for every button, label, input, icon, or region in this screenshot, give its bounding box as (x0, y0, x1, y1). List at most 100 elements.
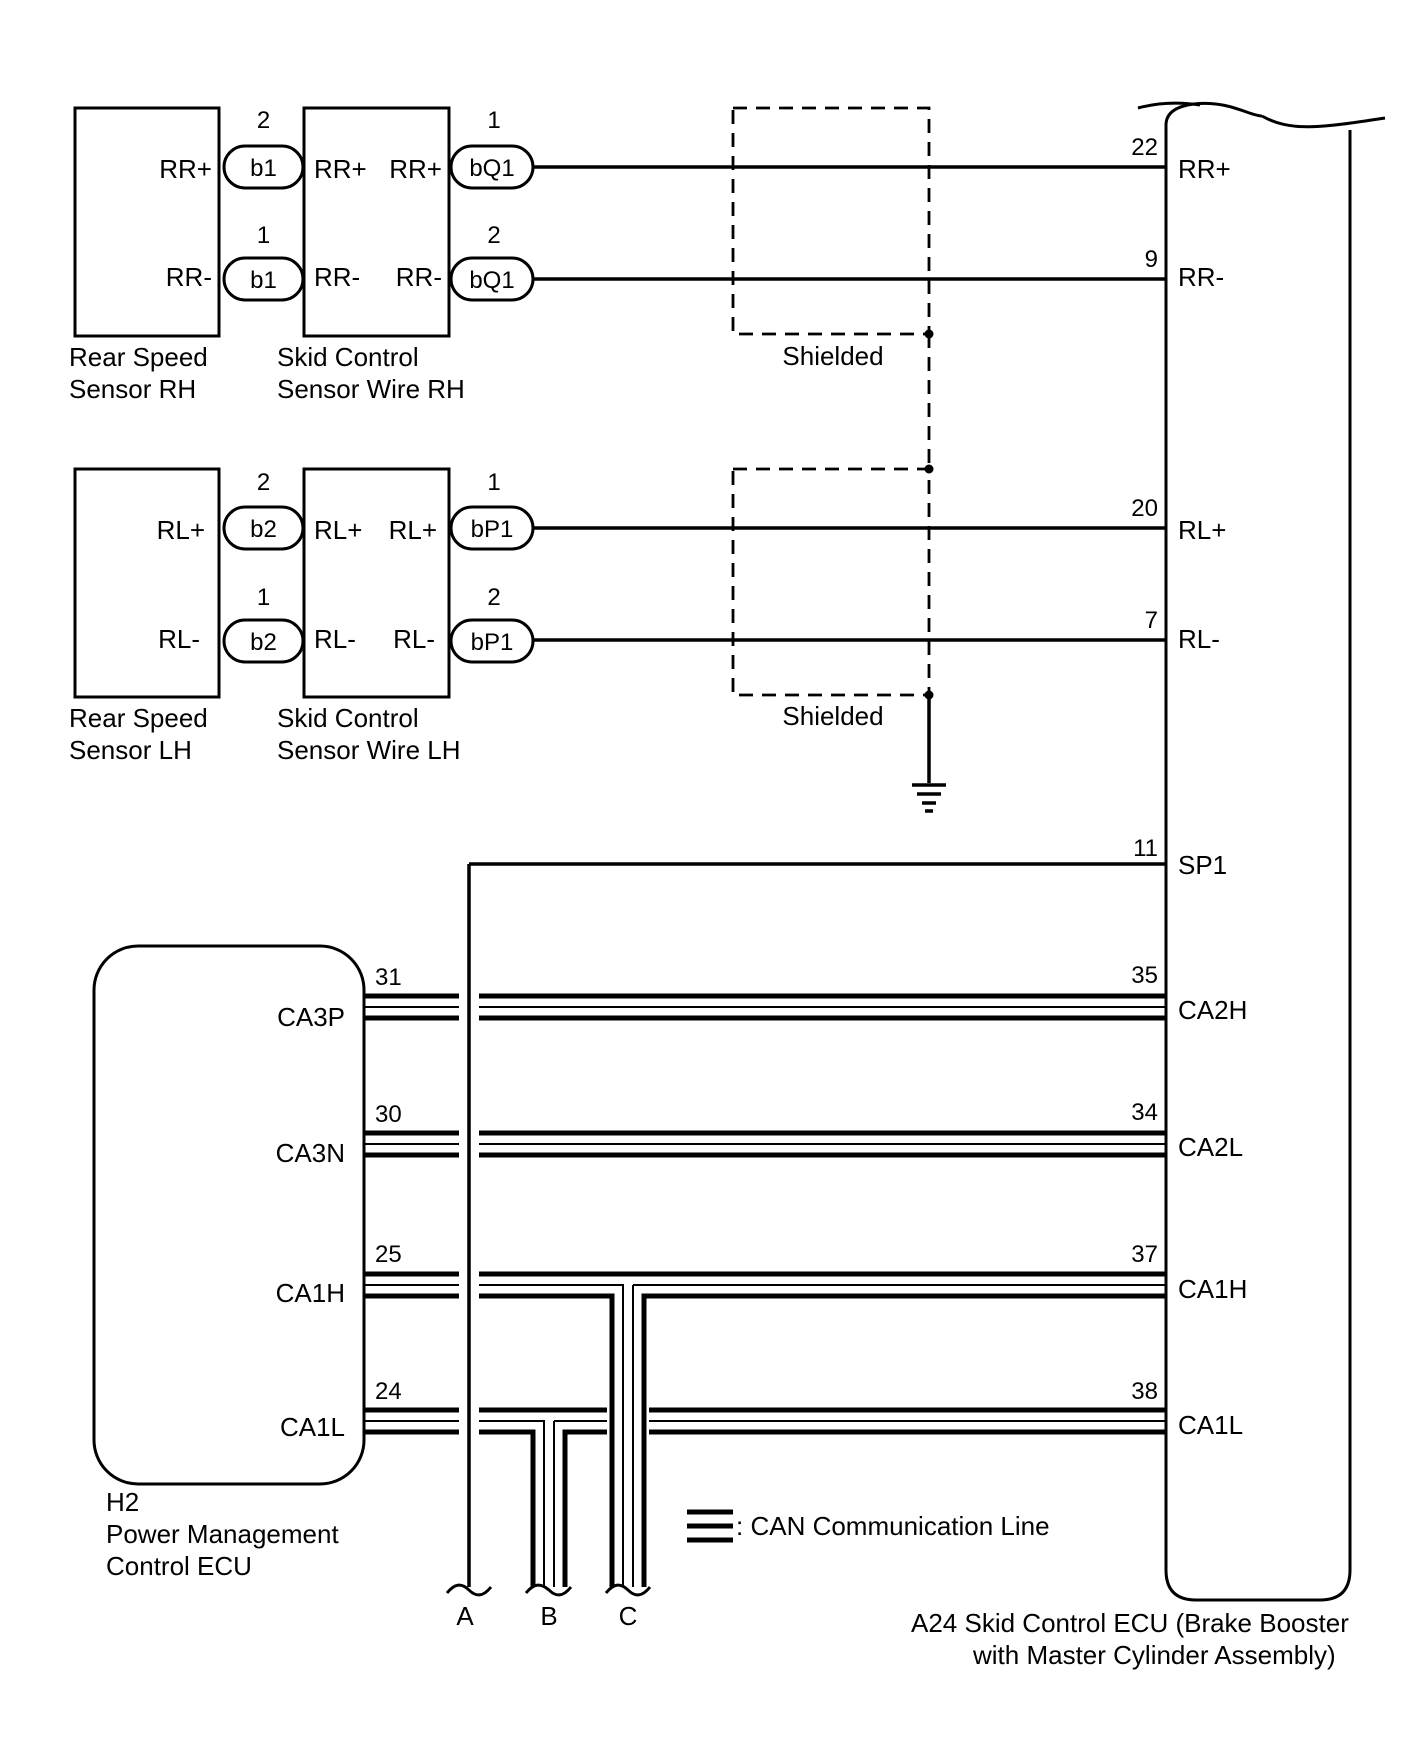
skid-ecu-pin-num: 22 (1131, 134, 1158, 161)
connector-b2: b2 2 b2 1 (222, 469, 305, 664)
sensor-wire-rh-left-neg: RR- (314, 262, 360, 292)
power-ecu-label-1: Power Management (106, 1519, 339, 1549)
connector-bq1: bQ1 1 bQ1 2 (449, 107, 535, 302)
connector-bq1-bottom-label: bQ1 (469, 267, 514, 294)
rear-speed-sensor-rh-label-2: Sensor RH (69, 374, 196, 404)
rear-speed-sensor-lh: RL+ RL- Rear Speed Sensor LH (69, 467, 221, 765)
rear-speed-sensor-rh: RR+ RR- Rear Speed Sensor RH (69, 106, 221, 404)
rear-speed-sensor-lh-pin-neg: RL- (158, 624, 200, 654)
branch-label-a: A (456, 1601, 474, 1631)
connector-bq1-top-pin: 1 (487, 107, 500, 134)
ground-icon (912, 695, 946, 813)
skid-ecu-pin-name: CA1H (1178, 1274, 1247, 1304)
can-bus-ca1h (364, 1271, 1166, 1587)
sensor-wire-rh-box (302, 106, 451, 338)
skid-ecu-break-line (1137, 101, 1201, 110)
sensor-wire-lh-label-1: Skid Control (277, 703, 419, 733)
sensor-wire-rh-label-1: Skid Control (277, 342, 419, 372)
skid-ecu-pin-num: 11 (1133, 835, 1158, 862)
rear-speed-sensor-lh-label-1: Rear Speed (69, 703, 208, 733)
rear-speed-sensor-rh-pin-pos: RR+ (159, 154, 212, 184)
rear-speed-sensor-rh-label-1: Rear Speed (69, 342, 208, 372)
connector-b1-top-pin: 2 (257, 107, 270, 134)
skid-ecu-pin-name: RL- (1178, 624, 1220, 654)
connector-bp1-top-label: bP1 (471, 516, 514, 543)
shield-junction-rh (924, 329, 934, 339)
skid-ecu-pin-name: CA1L (1178, 1410, 1243, 1440)
skid-ecu-pin-num: 34 (1131, 1099, 1158, 1126)
connector-bq1-bottom-pin: 2 (487, 222, 500, 249)
sensor-wire-lh-right-pos: RL+ (389, 515, 437, 545)
branch-label-b: B (540, 1601, 557, 1631)
skid-ecu-pin-num: 38 (1131, 1378, 1158, 1405)
skid-ecu-fill (1166, 103, 1350, 1600)
power-ecu-pin-name: CA3N (276, 1138, 345, 1168)
branch-break-marks (445, 1583, 652, 1597)
branch-label-c: C (619, 1601, 638, 1631)
sensor-wire-lh-right-neg: RL- (393, 624, 435, 654)
connector-b1-bottom-pin: 1 (257, 222, 270, 249)
skid-ecu-label-1: A24 Skid Control ECU (Brake Booster (911, 1608, 1349, 1638)
sensor-wire-lh-left-pos: RL+ (314, 515, 362, 545)
skid-control-sensor-wire-rh: RR+ RR+ RR- RR- Skid Control Sensor Wire… (277, 106, 465, 404)
skid-ecu-pin-num: 35 (1131, 962, 1158, 989)
connector-b1-top-label: b1 (250, 155, 277, 182)
connector-b2-top-pin: 2 (257, 469, 270, 496)
skid-ecu-label-2: with Master Cylinder Assembly) (972, 1640, 1336, 1670)
rear-speed-sensor-lh-box (73, 467, 221, 699)
power-ecu-pin-name: CA1H (276, 1278, 345, 1308)
connector-bp1: bP1 1 bP1 2 (449, 469, 535, 664)
connector-bp1-bottom-label: bP1 (471, 629, 514, 656)
power-ecu-pin-num: 31 (375, 964, 402, 991)
can-bus-ca2l (364, 1130, 1166, 1158)
rear-speed-sensor-lh-pin-pos: RL+ (157, 515, 205, 545)
connector-bp1-bottom-pin: 2 (487, 584, 500, 611)
skid-ecu-pin-name: RL+ (1178, 515, 1226, 545)
sensor-wire-rh-right-pos: RR+ (389, 154, 442, 184)
skid-ecu-pin-name: SP1 (1178, 850, 1227, 880)
sp1-wire (467, 862, 1166, 1587)
connector-b2-top-label: b2 (250, 516, 277, 543)
shield-rh (731, 106, 931, 336)
skid-ecu-pins: 22 RR+ 9 RR- 20 RL+ 7 RL- 11 SP1 35 CA2H… (1131, 134, 1247, 1440)
connector-b2-bottom-pin: 1 (257, 584, 270, 611)
power-ecu-code: H2 (106, 1487, 139, 1517)
shield-lh (731, 467, 931, 697)
skid-ecu-pin-name: CA2L (1178, 1132, 1243, 1162)
connector-b1-bottom-label: b1 (250, 267, 277, 294)
connector-bq1-top-label: bQ1 (469, 155, 514, 182)
power-ecu-pin-name: CA1L (280, 1412, 345, 1442)
skid-ecu-pin-name: RR+ (1178, 154, 1231, 184)
can-line-legend-text: : CAN Communication Line (736, 1511, 1050, 1541)
skid-ecu-pin-name: RR- (1178, 262, 1224, 292)
rear-speed-sensor-rh-pin-neg: RR- (166, 262, 212, 292)
sensor-wire-lh-label-2: Sensor Wire LH (277, 735, 461, 765)
sensor-wire-lh-left-neg: RL- (314, 624, 356, 654)
skid-ecu-pin-num: 20 (1131, 495, 1158, 522)
shield-rh-label: Shielded (782, 341, 883, 371)
skid-ecu-pin-num: 7 (1145, 607, 1158, 634)
connector-b2-bottom-label: b2 (250, 629, 277, 656)
can-bus-ca1l (364, 1407, 1166, 1587)
skid-control-sensor-wire-lh: RL+ RL+ RL- RL- Skid Control Sensor Wire… (277, 467, 461, 765)
skid-ecu-break-wave (1261, 114, 1386, 129)
skid-ecu-pin-num: 37 (1131, 1241, 1158, 1268)
power-management-ecu-box (92, 944, 366, 1486)
rear-speed-sensor-rh-box (73, 106, 221, 338)
skid-ecu-pin-name: CA2H (1178, 995, 1247, 1025)
power-ecu-pin-num: 25 (375, 1241, 402, 1268)
power-ecu-label-2: Control ECU (106, 1551, 252, 1581)
sensor-wire-lh-box (302, 467, 451, 699)
power-ecu-pins: 31 CA3P 30 CA3N 25 CA1H 24 CA1L (276, 964, 402, 1442)
can-line-legend: : CAN Communication Line (687, 1509, 1050, 1543)
shield-lh-label: Shielded (782, 701, 883, 731)
sensor-wire-rh-right-neg: RR- (396, 262, 442, 292)
sensor-wire-rh-left-pos: RR+ (314, 154, 367, 184)
sensor-wire-rh-label-2: Sensor Wire RH (277, 374, 465, 404)
connector-b1: b1 2 b1 1 (222, 107, 305, 302)
shield-junction-lh-top (924, 464, 934, 474)
connector-bp1-top-pin: 1 (487, 469, 500, 496)
rear-speed-sensor-lh-label-2: Sensor LH (69, 735, 192, 765)
skid-ecu-body (1164, 130, 1352, 1602)
can-bus-ca2h (364, 993, 1166, 1021)
